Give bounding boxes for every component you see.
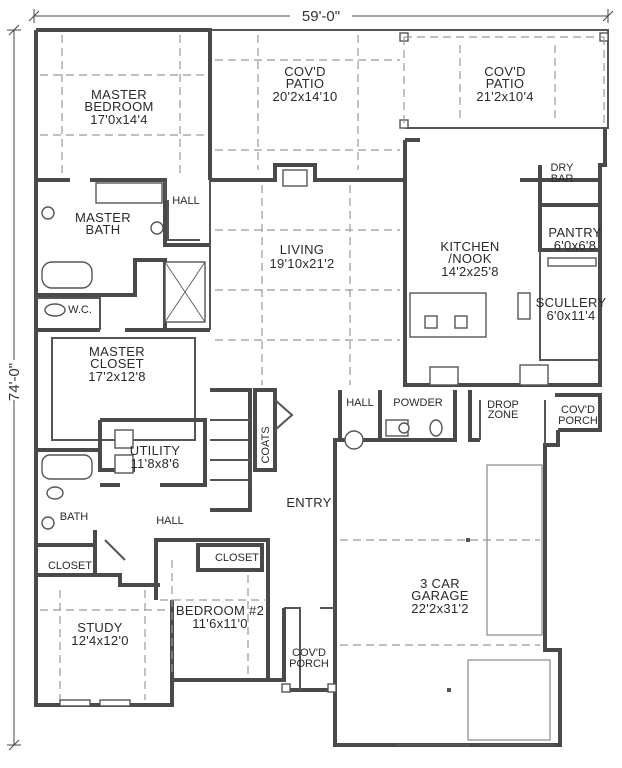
garage-name2: GARAGE: [411, 588, 468, 603]
rear-wall: [210, 163, 405, 187]
closet-bed2-name: CLOSET: [215, 552, 259, 564]
garage-area: [340, 464, 555, 746]
fireplace: [282, 169, 308, 187]
drop-zone-name2: ZONE: [488, 409, 519, 421]
garage-size: 22'2x31'2: [411, 601, 469, 616]
bathtub: [41, 261, 93, 289]
range: [429, 366, 459, 386]
width-label: 59'-0": [302, 8, 340, 25]
study-size: 12'4x12'0: [71, 633, 129, 648]
pantry-name: PANTRY: [548, 225, 601, 240]
room-labels: MASTER BEDROOM 17'0x14'4 COV'D PATIO 20'…: [48, 64, 606, 670]
hall-low-name: HALL: [156, 515, 184, 527]
utility-name: UTILITY: [130, 443, 181, 458]
dry-bar-name2: BAR: [551, 173, 574, 185]
depth-label: 74'-0": [6, 363, 23, 401]
water-heater: [344, 430, 364, 450]
service-area: [338, 390, 602, 450]
dry-bar-name1: DRY: [550, 162, 574, 174]
dimension-width: 59'-0": [28, 8, 614, 25]
scullery-size: 6'0x11'4: [546, 308, 595, 323]
bathtub: [41, 454, 93, 480]
patio-center-name2: PATIO: [286, 76, 325, 91]
master-bedroom-name1: MASTER: [91, 87, 147, 102]
utility-area: [36, 418, 207, 587]
master-bath-name1: MASTER: [75, 210, 131, 225]
coats-name: COATS: [260, 426, 272, 463]
master-closet-name1: MASTER: [89, 344, 145, 359]
utility-size: 11'8x8'6: [130, 456, 179, 471]
patio-center-size: 20'2x14'10: [272, 89, 337, 104]
porch-front-name2: PORCH: [289, 658, 329, 670]
patio-right-name2: PATIO: [486, 76, 525, 91]
master-closet-size: 17'2x12'8: [88, 369, 146, 384]
porch-front-name1: COV'D: [292, 647, 326, 659]
garage-name1: 3 CAR: [420, 576, 460, 591]
kitchen-island: [409, 292, 487, 338]
closet-left-name: CLOSET: [48, 560, 92, 572]
kitchen-name1: KITCHEN: [440, 239, 499, 254]
hall-top-name: HALL: [172, 195, 200, 207]
toilet-icon: [44, 303, 66, 317]
patio-center-name1: COV'D: [284, 64, 326, 79]
kitchen-name2: /NOOK: [448, 251, 491, 266]
patio-outlines: [215, 32, 609, 170]
master-bedroom-name2: BEDROOM: [84, 99, 153, 114]
patio-right-size: 21'2x10'4: [476, 89, 534, 104]
powder-name: POWDER: [393, 397, 443, 409]
hall-mid-name: HALL: [346, 397, 374, 409]
master-bath-name2: BATH: [86, 222, 121, 237]
kitchen-size: 14'2x25'8: [441, 264, 499, 279]
scullery-name: SCULLERY: [536, 295, 607, 310]
sink-icon: [41, 516, 55, 530]
sink-icon: [41, 206, 55, 220]
porch-right-name1: COV'D: [561, 404, 595, 416]
master-suite: [36, 35, 211, 472]
sink-icon: [150, 221, 164, 235]
entry-name: ENTRY: [286, 495, 331, 510]
sink-icon: [398, 422, 410, 434]
porch-right-name2: PORCH: [558, 415, 598, 427]
living-area: [210, 185, 400, 512]
toilet-icon: [46, 486, 64, 500]
pantry-size: 6'0x6'8: [554, 238, 596, 253]
drop-zone-name1: DROP: [487, 399, 519, 411]
kitchen-area: [405, 138, 600, 386]
study-area: [40, 590, 165, 707]
front-porch-area: [281, 607, 337, 693]
bedroom2-name: BEDROOM #2: [176, 603, 264, 618]
dimension-depth: 74'-0": [6, 24, 23, 751]
living-name: LIVING: [280, 242, 324, 257]
toilet-icon: [429, 419, 443, 437]
living-size: 19'10x21'2: [269, 256, 334, 271]
bedroom2-size: 11'6x11'0: [192, 616, 248, 631]
master-bedroom-size: 17'0x14'4: [90, 112, 148, 127]
master-closet-name2: CLOSET: [90, 356, 144, 371]
study-name: STUDY: [77, 620, 123, 635]
wc-name: W.C.: [68, 304, 92, 316]
bath-name: BATH: [60, 511, 89, 523]
bedroom2-area: [160, 543, 265, 675]
patio-right-name1: COV'D: [484, 64, 526, 79]
